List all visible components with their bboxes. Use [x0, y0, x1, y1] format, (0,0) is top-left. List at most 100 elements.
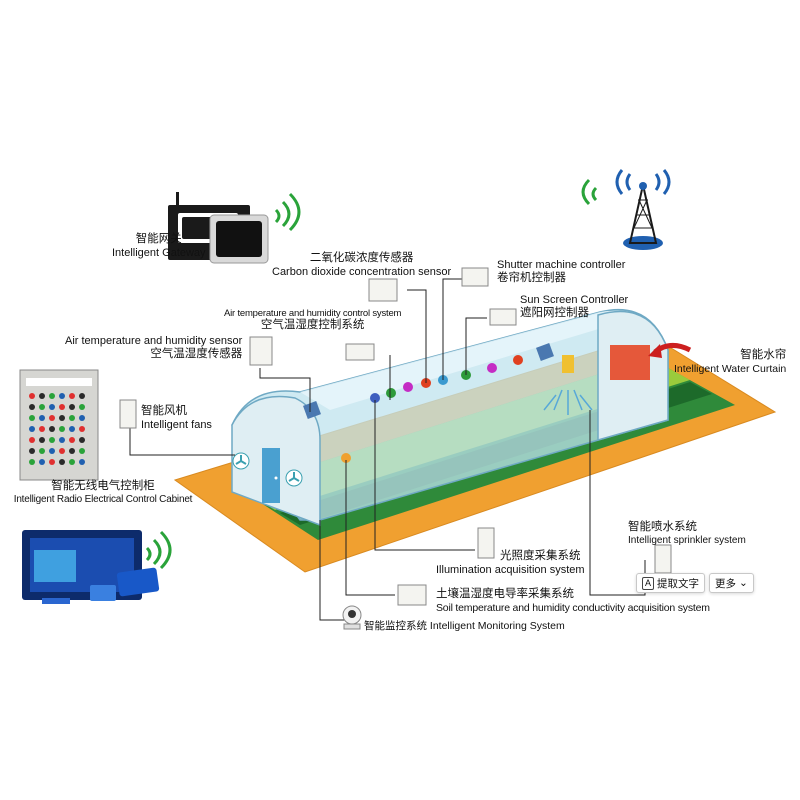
gateway-en: Intelligent Gateway — [112, 246, 206, 259]
co2-cn: 二氧化碳浓度传感器 — [309, 252, 414, 264]
door-handle — [274, 476, 278, 480]
air-sensor-cn: 空气温湿度传感器 — [150, 348, 243, 361]
wifi-icon — [145, 530, 172, 570]
cabinet-indicator-light — [39, 459, 45, 465]
water-spray-icon — [543, 355, 593, 415]
greenhouse-top-band — [300, 310, 635, 410]
water-curtain-label: 智能水帘 Intelligent Water Curtain — [674, 349, 786, 375]
sensor-dot — [487, 363, 497, 373]
sensor-dot — [403, 382, 413, 392]
sensor-box — [489, 308, 517, 326]
monitoring-label: 智能监控系统 Intelligent Monitoring System — [364, 620, 565, 632]
cabinet-indicator-light — [29, 437, 35, 443]
cabinet-indicator-light — [69, 393, 75, 399]
cabinet-indicator-light — [49, 448, 55, 454]
sensor-dot — [341, 453, 351, 463]
sensor-box — [397, 584, 427, 606]
sunscreen-cn: 遮阳网控制器 — [520, 307, 589, 320]
cabinet-cn: 智能无线电气控制柜 — [51, 480, 155, 492]
fans-label: 智能风机 Intelligent fans — [141, 405, 212, 432]
dashboard-computer-icon — [22, 530, 160, 604]
cabinet-indicator-light — [49, 404, 55, 410]
cabinet-indicator-light — [79, 393, 85, 399]
fans-en: Intelligent fans — [141, 418, 212, 431]
sensor-dot — [386, 388, 396, 398]
water-curtain-en: Intelligent Water Curtain — [674, 362, 787, 375]
fan-unit-left — [303, 401, 321, 419]
sensor-box — [345, 343, 375, 361]
cabinet-indicator-light — [29, 426, 35, 432]
cabinet-indicator-light — [69, 404, 75, 410]
cabinet-indicator-light — [39, 415, 45, 421]
gateway-cn: 智能网关 — [135, 233, 182, 245]
text-extract-icon: A — [642, 576, 655, 590]
camera-icon — [342, 605, 362, 630]
sensor-dot — [370, 393, 380, 403]
cabinet-indicator-light — [49, 459, 55, 465]
shutter-en: Shutter machine controller — [497, 259, 626, 271]
cabinet-indicator-light — [29, 459, 35, 465]
illumination-cn: 光照度采集系统 — [500, 550, 581, 562]
soil-en: Soil temperature and humidity conductivi… — [436, 601, 710, 614]
fan-unit-right — [536, 343, 554, 361]
ocr-toolbar: A 提取文字 更多 ⌄ — [636, 573, 754, 593]
sprinkler-cn: 智能喷水系统 — [628, 521, 697, 533]
sensor-box — [249, 336, 273, 366]
co2-en: Carbon dioxide concentration sensor — [272, 265, 452, 278]
cabinet-indicator-light — [29, 393, 35, 399]
water-curtain-panel — [610, 345, 650, 380]
cabinet-indicator-light — [59, 437, 65, 443]
illumination-en: Illumination acquisition system — [436, 563, 585, 576]
fan-icon — [232, 452, 250, 470]
soil-label: 土壤温湿度电导率采集系统 Soil temperature and humidi… — [436, 588, 710, 614]
cabinet-indicator-light — [29, 448, 35, 454]
cabinet-indicator-light — [49, 426, 55, 432]
cabinet-indicator-light — [59, 404, 65, 410]
water-curtain-cn: 智能水帘 — [740, 349, 787, 361]
illumination-label: 光照度采集系统 Illumination acquisition system — [436, 550, 585, 577]
shutter-cn: 卷帘机控制器 — [497, 272, 566, 285]
cabinet-indicator-light — [79, 426, 85, 432]
shutter-label: Shutter machine controller 卷帘机控制器 — [497, 259, 625, 286]
cabinet-indicator-light — [49, 437, 55, 443]
gateway-router-icon — [168, 192, 269, 264]
air-sensor-en: Air temperature and humidity sensor — [65, 335, 243, 347]
sensor-box — [461, 267, 489, 287]
sprinkler-en: Intelligent sprinkler system — [628, 534, 746, 546]
chevron-down-icon: ⌄ — [739, 577, 748, 589]
cabinet-indicator-light — [39, 393, 45, 399]
cabinet-indicator-light — [79, 437, 85, 443]
cabinet-indicator-light — [79, 404, 85, 410]
cabinet-indicator-light — [79, 448, 85, 454]
sprinkler-label: 智能喷水系统 Intelligent sprinkler system — [628, 521, 746, 547]
cabinet-indicator-light — [59, 448, 65, 454]
cabinet-indicator-light — [79, 459, 85, 465]
sensor-dot — [513, 355, 523, 365]
cabinet-indicator-light — [69, 448, 75, 454]
cabinet-en: Intelligent Radio Electrical Control Cab… — [13, 493, 193, 505]
cabinet-indicator-grid — [29, 393, 85, 465]
co2-label: 二氧化碳浓度传感器 Carbon dioxide concentration s… — [272, 252, 451, 279]
cabinet-indicator-light — [59, 426, 65, 432]
sunscreen-en: Sun Screen Controller — [520, 294, 629, 306]
sunscreen-label: Sun Screen Controller 遮阳网控制器 — [520, 294, 628, 321]
cabinet-indicator-light — [59, 459, 65, 465]
extract-text-label: 提取文字 — [657, 577, 700, 590]
greenhouse-door — [262, 448, 280, 503]
cabinet-indicator-light — [69, 415, 75, 421]
air-control-en: Air temperature and humidity control sys… — [224, 308, 402, 319]
cabinet-indicator-light — [79, 415, 85, 421]
cabinet-indicator-light — [59, 393, 65, 399]
more-label: 更多 — [715, 577, 737, 590]
air-control-label: Air temperature and humidity control sys… — [224, 308, 401, 333]
arrow-head — [648, 344, 662, 358]
cabinet-indicator-light — [69, 426, 75, 432]
cabinet-indicator-light — [29, 415, 35, 421]
more-button[interactable]: 更多 ⌄ — [709, 573, 754, 593]
sensor-box — [119, 399, 137, 429]
wifi-icon — [274, 192, 301, 232]
cabinet-indicator-light — [69, 437, 75, 443]
cabinet-indicator-light — [29, 404, 35, 410]
extract-text-button[interactable]: A 提取文字 — [636, 573, 706, 593]
